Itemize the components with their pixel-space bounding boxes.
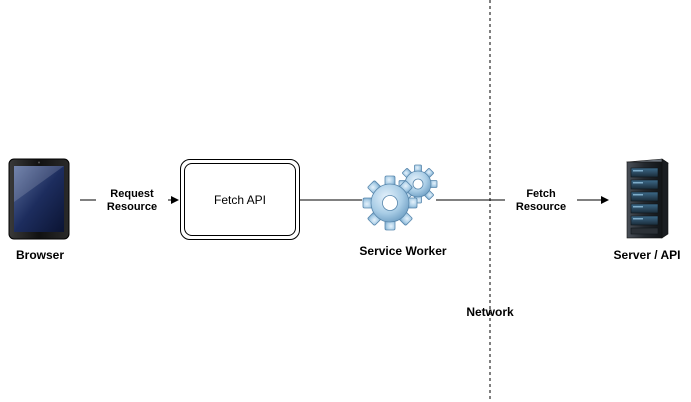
service-worker-label: Service Worker [359, 244, 447, 258]
fetch-resource-label: Fetch Resource [505, 188, 577, 214]
fetch-api-inner: Fetch API [184, 163, 296, 236]
network-label: Network [466, 305, 514, 319]
request-resource-label: Request Resource [96, 188, 168, 214]
server-label: Server / API [613, 248, 681, 262]
request-resource-line1: Request [110, 188, 154, 200]
gears-icon [362, 164, 438, 231]
fetch-api-node: Fetch API [180, 159, 300, 240]
browser-label: Browser [15, 248, 65, 262]
tablet-icon [8, 158, 70, 240]
fetch-resource-line2: Resource [515, 201, 567, 213]
fetch-resource-line1: Fetch [526, 188, 556, 200]
request-resource-line2: Resource [106, 201, 158, 213]
server-rack-icon [626, 158, 669, 239]
fetch-api-label: Fetch API [213, 192, 267, 207]
